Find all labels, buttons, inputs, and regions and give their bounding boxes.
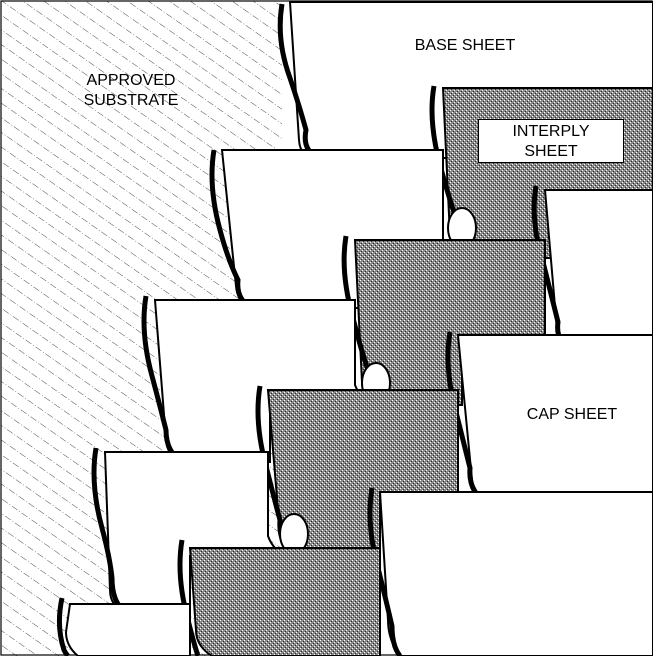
approved-substrate-label: APPROVED SUBSTRATE: [56, 71, 206, 111]
interply-sheet-4: [177, 539, 381, 656]
interply-sheet-label-line1: INTERPLY: [512, 123, 590, 140]
cap-sheet-3: [367, 487, 653, 656]
cap-sheet-label: CAP SHEET: [526, 406, 618, 423]
interply-sheet-label: INTERPLY SHEET: [478, 119, 624, 163]
base-sheet-label: BASE SHEET: [414, 37, 516, 54]
approved-substrate-label-line2: SUBSTRATE: [83, 92, 179, 109]
approved-substrate-label-line1: APPROVED: [86, 72, 176, 89]
base-sheet-5: [56, 597, 191, 656]
interply-sheet-label-line2: SHEET: [524, 143, 578, 160]
